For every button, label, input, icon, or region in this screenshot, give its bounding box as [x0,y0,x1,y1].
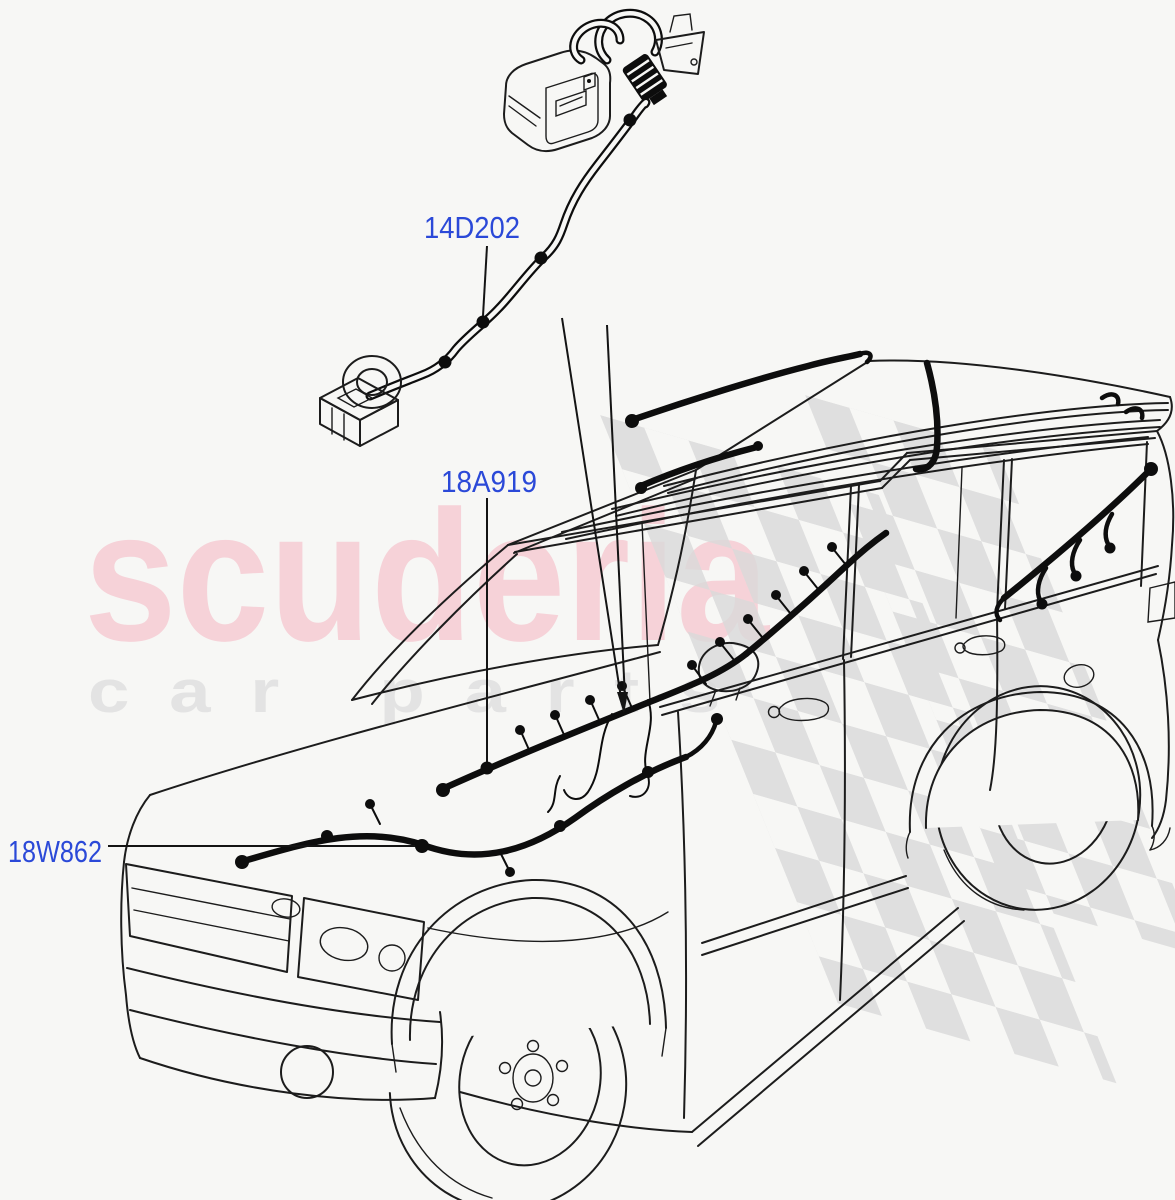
part-label-18w862[interactable]: 18W862 [8,834,102,869]
part-label-14d202[interactable]: 14D202 [424,210,520,245]
part-number-labels: 14D202 18A919 18W862 [8,210,537,869]
pigtail-harness-head [569,8,705,106]
part-14d202-usb-socket-and-harness [319,8,705,447]
leader-14d202 [482,245,488,317]
harness-connector-stubs [515,542,847,753]
location-pointer [561,317,628,714]
wiring-harness-routing [235,350,1158,877]
harness-end-connector [319,377,399,447]
car-front-end [120,861,444,1101]
leader-lines [108,245,628,853]
vehicle-illustration [120,359,1175,1200]
part-label-18a919[interactable]: 18A919 [441,464,537,499]
car-body [123,359,1175,1147]
usb-socket-module [503,49,612,153]
